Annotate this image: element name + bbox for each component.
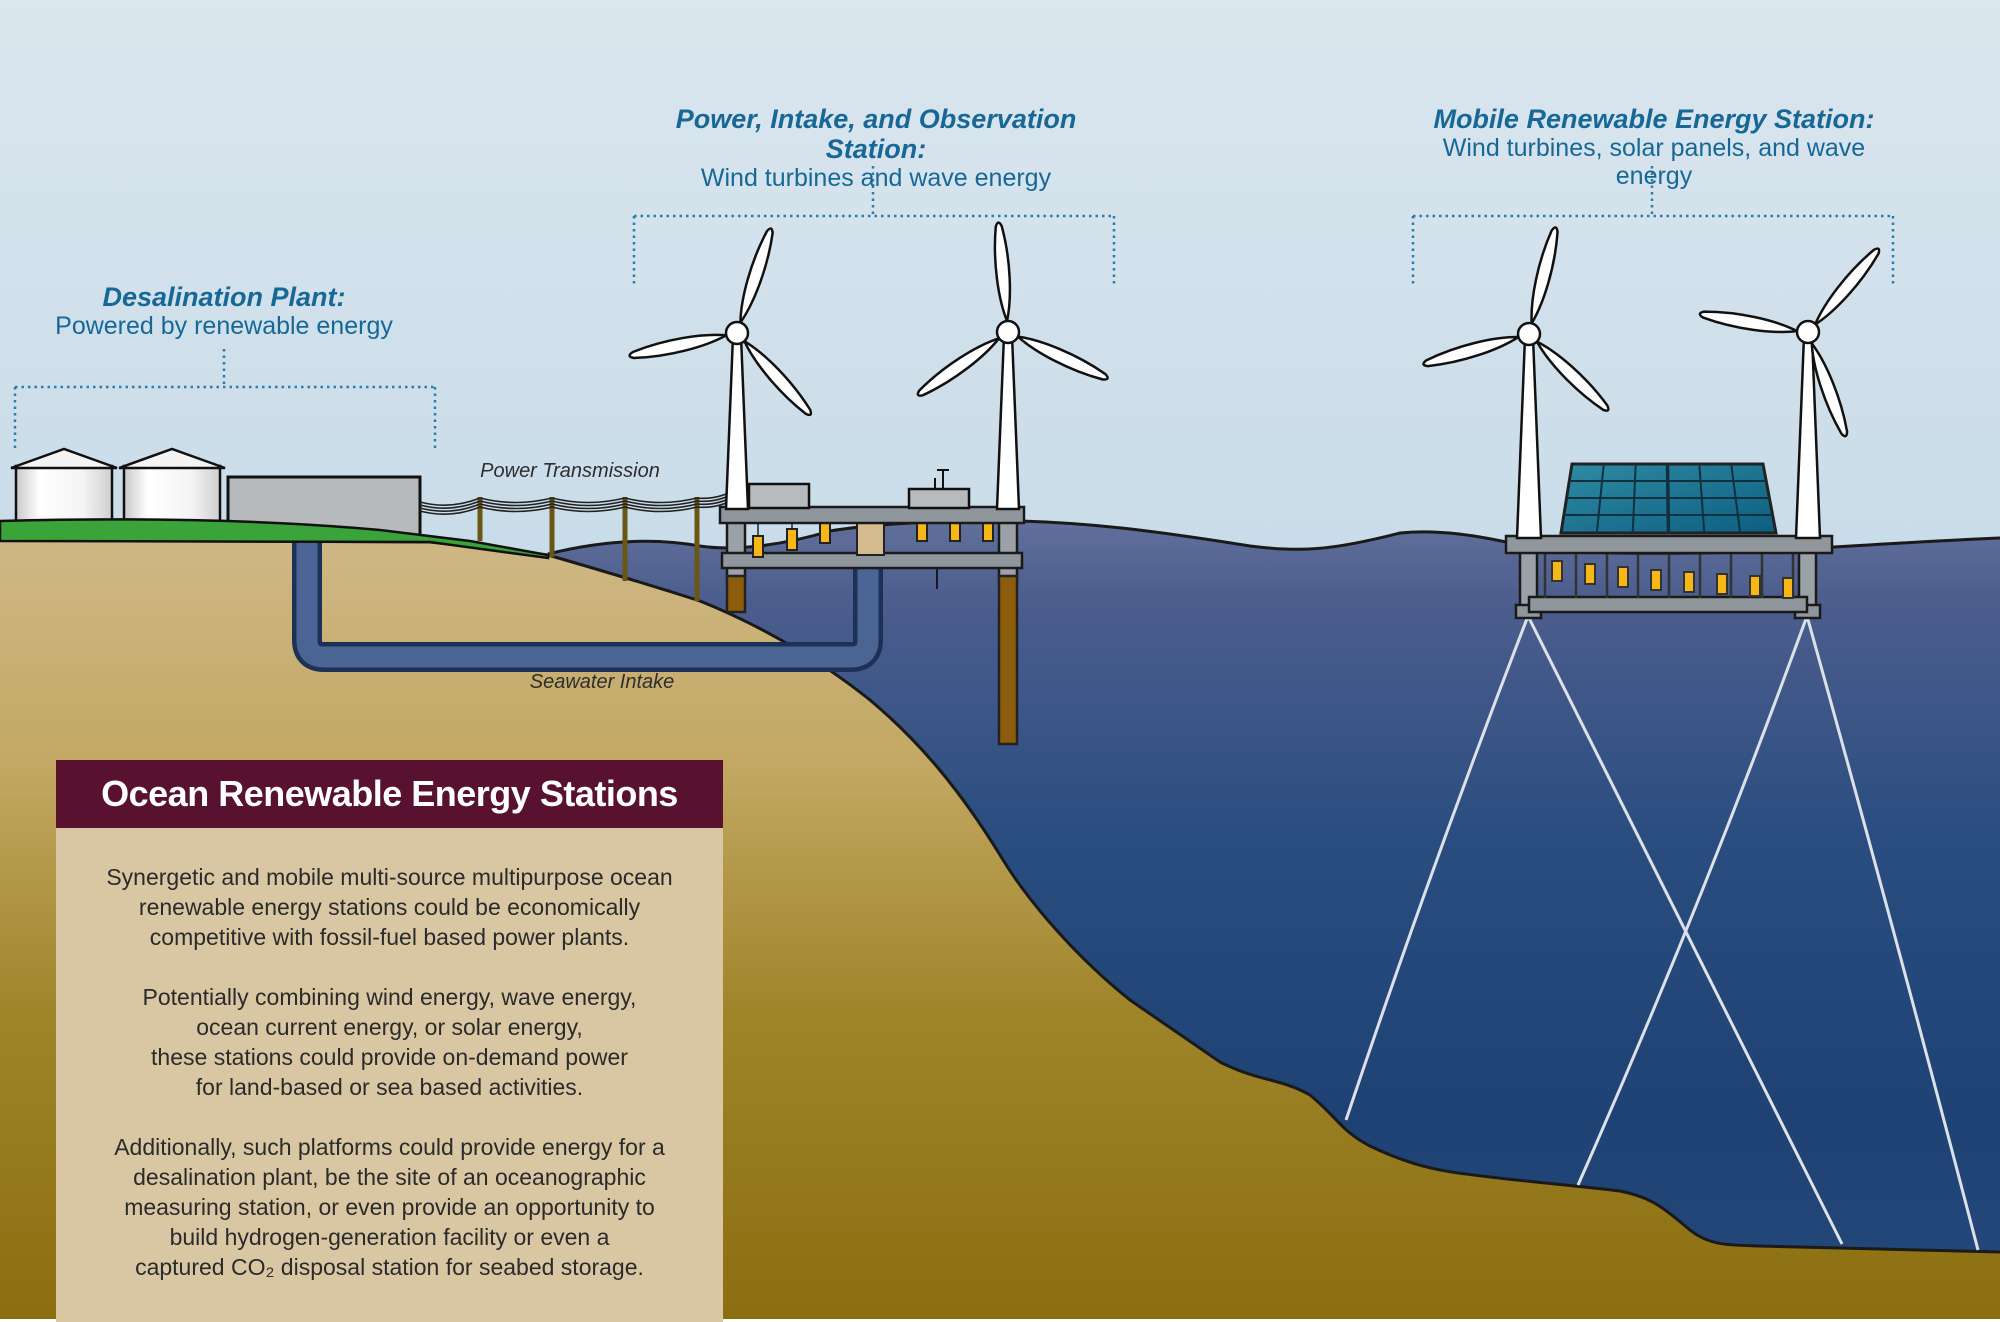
wave-energy-float: [819, 521, 831, 544]
wind-turbine: [1698, 247, 1881, 540]
power-lines: [419, 489, 736, 515]
antenna: [934, 469, 949, 489]
mooring-line: [1805, 615, 1980, 1251]
grass-shore: [0, 518, 550, 560]
platform-pile-submerged: [997, 574, 1019, 746]
solar-panel-array: [1559, 462, 1778, 535]
railing-posts: [1543, 552, 1795, 598]
mooring-line: [1344, 615, 1530, 1121]
wave-energy-float: [1683, 571, 1695, 593]
intake-well-casing: [856, 520, 885, 556]
wave-energy-float: [1749, 575, 1761, 597]
wave-energy-float: [1584, 563, 1596, 585]
wave-energy-float: [786, 528, 798, 551]
platform-pile: [997, 520, 1019, 580]
wave-energy-float: [752, 535, 764, 558]
platform-pile-submerged: [725, 574, 747, 614]
platform-deck: [718, 505, 1026, 525]
mooring-line: [1576, 615, 1809, 1186]
observation-building: [747, 482, 811, 510]
seabed-outline: [0, 538, 2000, 1254]
wave-energy-float: [1782, 577, 1794, 599]
platform-lower-beam: [1527, 595, 1809, 614]
platform-pile: [725, 520, 747, 580]
wave-energy-float: [1617, 566, 1629, 588]
mobile-renewable-energy-platform: [1504, 462, 1834, 620]
seawater-intake-pipe: [292, 540, 883, 672]
mooring-lines: [1344, 615, 1980, 1251]
wave-energy-float: [1650, 569, 1662, 591]
power-intake-observation-platform: [718, 469, 1026, 746]
wind-turbine: [916, 221, 1109, 511]
platform-deck: [1504, 534, 1834, 555]
storage-tank: [118, 447, 226, 523]
observation-building: [907, 487, 971, 510]
mooring-line: [1526, 615, 1844, 1245]
wave-energy-floats: [1551, 560, 1794, 599]
wind-turbine: [628, 227, 813, 511]
wave-energy-float: [1551, 560, 1563, 582]
wave-energy-float: [1716, 573, 1728, 595]
wind-turbine: [1422, 226, 1610, 540]
label-bracket-desalination: [13, 349, 437, 450]
